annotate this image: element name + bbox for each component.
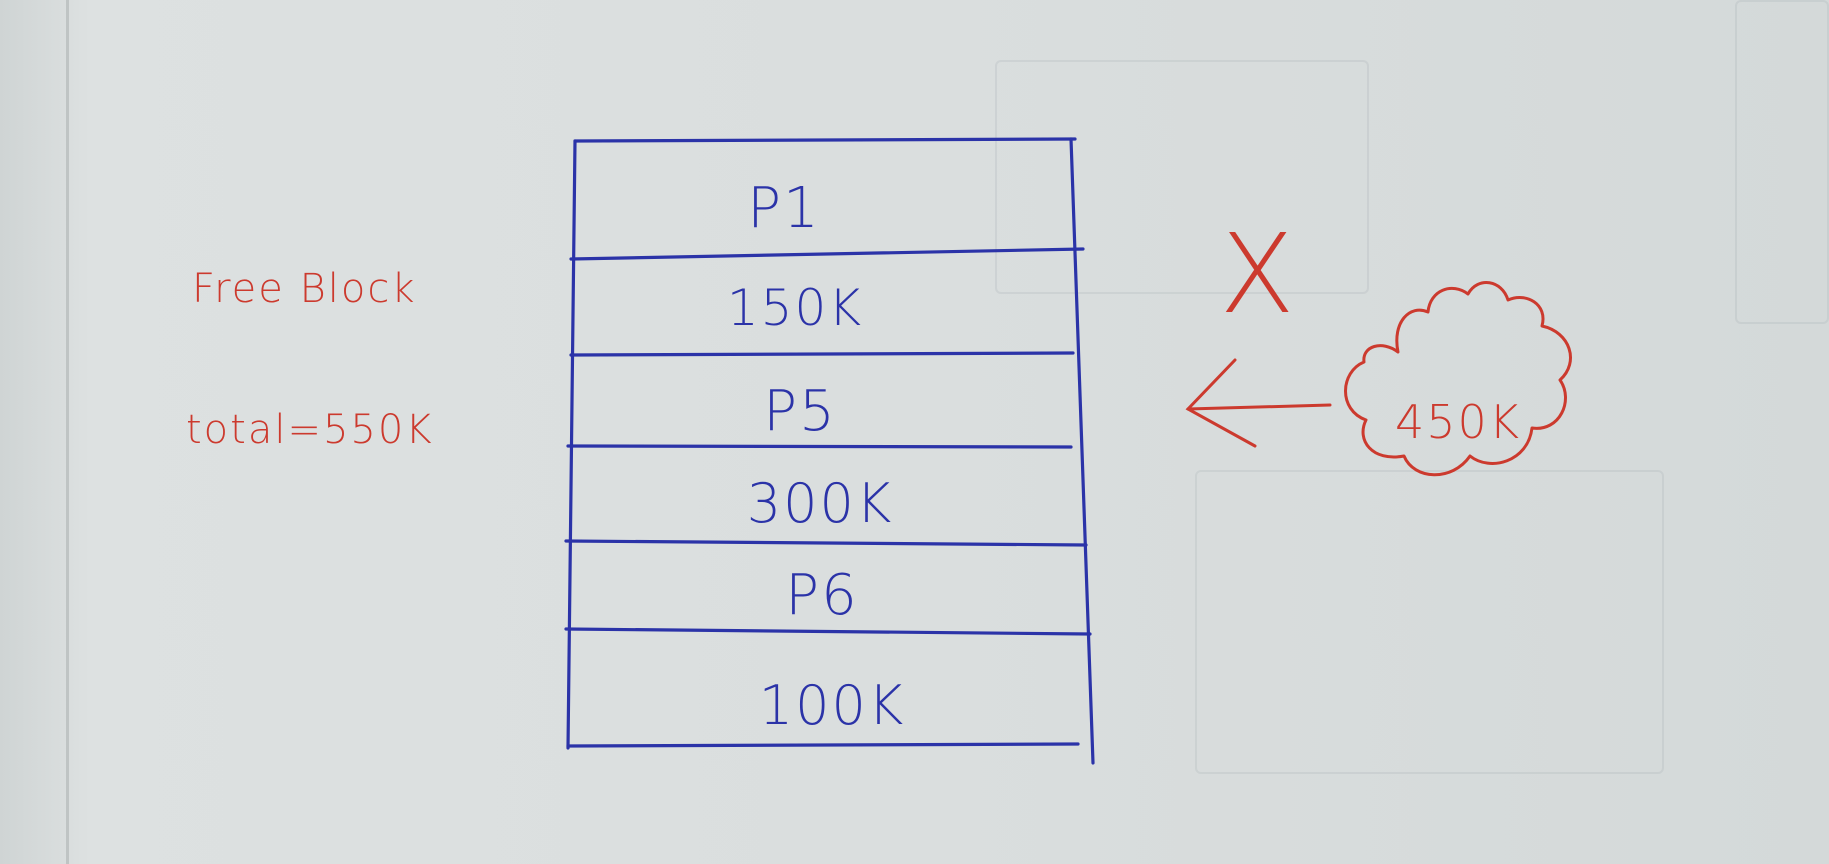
table-top-line (573, 137, 1077, 143)
rejected-mark: X (1219, 210, 1296, 338)
table-divider (564, 627, 1092, 636)
memory-table (564, 137, 1095, 765)
table-right-line (1069, 137, 1095, 765)
arrow-head-icon (1185, 358, 1257, 448)
allocation-arrow (1185, 358, 1332, 448)
table-divider (564, 539, 1088, 547)
ghost-box (1735, 0, 1829, 324)
block-label-100k: 100K (759, 674, 905, 737)
ghost-box (995, 60, 1369, 294)
memory-block-labels: P1 150K P5 300K P6 100K (727, 176, 905, 737)
table-bottom-line (566, 742, 1080, 748)
ghost-box (1195, 470, 1664, 774)
block-label-p6: P6 (785, 563, 858, 628)
table-divider (569, 247, 1085, 261)
block-label-p5: P5 (763, 379, 836, 444)
block-label-p1: P1 (747, 176, 820, 241)
notebook-page-edge (66, 0, 69, 864)
free-block-title: Free Block (192, 266, 417, 312)
block-label-300k: 300K (747, 472, 893, 535)
free-block-total: total=550K (186, 407, 434, 453)
table-divider (566, 444, 1073, 449)
table-divider (569, 351, 1075, 357)
arrow-shaft (1186, 403, 1332, 411)
rejected-x-icon: X (1219, 210, 1296, 338)
free-block-annotation: Free Block total=550K (186, 266, 434, 453)
cloud-icon (1344, 281, 1572, 477)
block-label-150k: 150K (727, 279, 863, 337)
request-cloud: 450K (1344, 281, 1572, 477)
request-size-label: 450K (1395, 395, 1521, 449)
